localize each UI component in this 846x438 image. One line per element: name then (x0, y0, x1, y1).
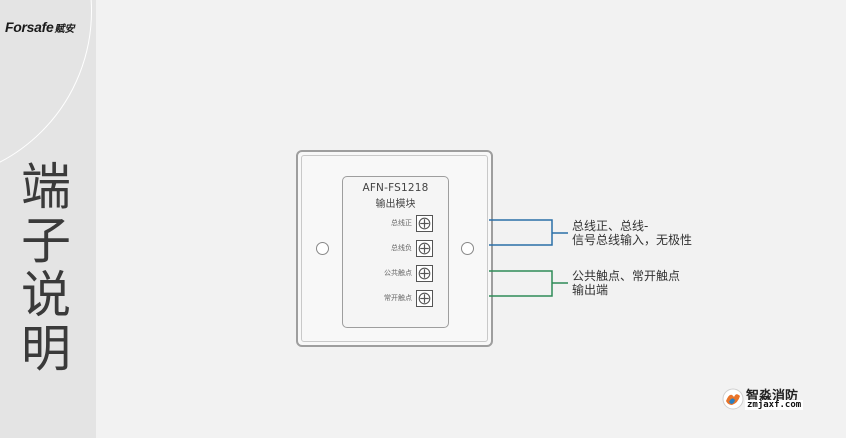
sidebar: Forsafe赋安 端 子 说 明 (0, 0, 96, 438)
brand-latin: Forsafe (5, 19, 54, 35)
terminal-label: 总线负 (391, 244, 412, 252)
module-plate-bevel (301, 155, 488, 342)
screw-terminal-icon (416, 265, 433, 282)
watermark-url: zmjaxf.com (745, 400, 804, 410)
title-char: 明 (21, 320, 71, 378)
brand-logo: Forsafe赋安 (5, 19, 74, 37)
callout-contact-line1: 公共触点、常开触点 (572, 269, 681, 283)
terminal-label: 常开触点 (384, 294, 412, 302)
label-panel: AFN-FS1218 输出模块 总线正 总线负 公共触点 常开触点 (342, 176, 449, 328)
mount-hole-left (316, 242, 329, 255)
terminal-row: 公共触点 (343, 265, 448, 283)
callout-contact: 公共触点、常开触点 输出端 (572, 269, 680, 297)
terminal-label: 总线正 (391, 219, 412, 227)
terminal-row: 总线负 (343, 240, 448, 258)
terminal-row: 常开触点 (343, 290, 448, 308)
screw-terminal-icon (416, 290, 433, 307)
title-char: 说 (21, 266, 71, 324)
watermark: 智淼消防 zmjaxf.com (722, 384, 822, 414)
brand-cjk: 赋安 (54, 24, 75, 35)
mount-hole-right (461, 242, 474, 255)
terminal-row: 总线正 (343, 215, 448, 233)
callout-bus-line2: 信号总线输入，无极性 (572, 233, 693, 247)
module-plate: AFN-FS1218 输出模块 总线正 总线负 公共触点 常开触点 (296, 150, 493, 347)
callout-contact-line2: 输出端 (572, 283, 609, 297)
contact-bracket (489, 270, 568, 297)
screw-terminal-icon (416, 240, 433, 257)
title-char: 子 (21, 212, 71, 270)
callout-bus-line1: 总线正、总线- (572, 219, 649, 233)
module-type: 输出模块 (375, 199, 416, 210)
bus-bracket (489, 219, 568, 246)
terminal-label: 公共触点 (384, 269, 412, 277)
watermark-logo-icon (722, 388, 744, 410)
model-name: AFN-FS1218 (362, 182, 429, 194)
screw-terminal-icon (416, 215, 433, 232)
callout-bus: 总线正、总线- 信号总线输入，无极性 (572, 219, 692, 247)
title-char: 端 (21, 158, 71, 216)
page-title: 端 子 说 明 (18, 160, 74, 376)
